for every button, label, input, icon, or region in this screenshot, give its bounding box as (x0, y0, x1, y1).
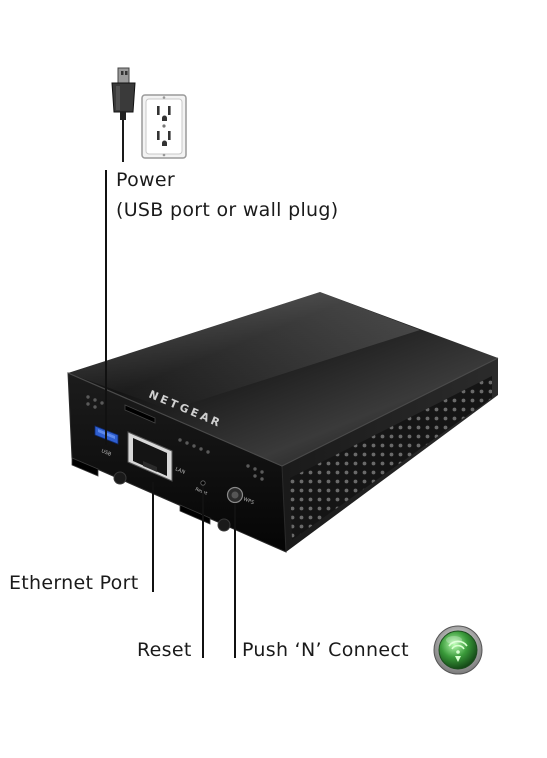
ethernet-port-label: Ethernet Port (9, 572, 139, 594)
wps-button (226, 486, 244, 504)
ethernet-leader-line (152, 482, 154, 592)
wps-leader-line (234, 503, 236, 658)
wall-outlet-icon (141, 94, 187, 159)
wps-icon (433, 625, 483, 675)
power-leader-line (105, 170, 107, 445)
usb-port-label: USB (100, 448, 112, 458)
reset-label: Reset (137, 639, 192, 661)
power-sub-label: (USB port or wall plug) (116, 199, 339, 221)
wps-port-label: WPS (242, 496, 255, 506)
power-label: Power (116, 169, 175, 191)
reset-port-label: Reset (194, 486, 208, 497)
push-n-connect-label: Push ‘N’ Connect (242, 639, 409, 661)
lan-port (127, 431, 173, 482)
lan-port-label: LAN (174, 466, 186, 476)
usb-plug-icon (111, 67, 136, 162)
router-device (67, 292, 499, 553)
reset-leader-line (202, 486, 204, 658)
